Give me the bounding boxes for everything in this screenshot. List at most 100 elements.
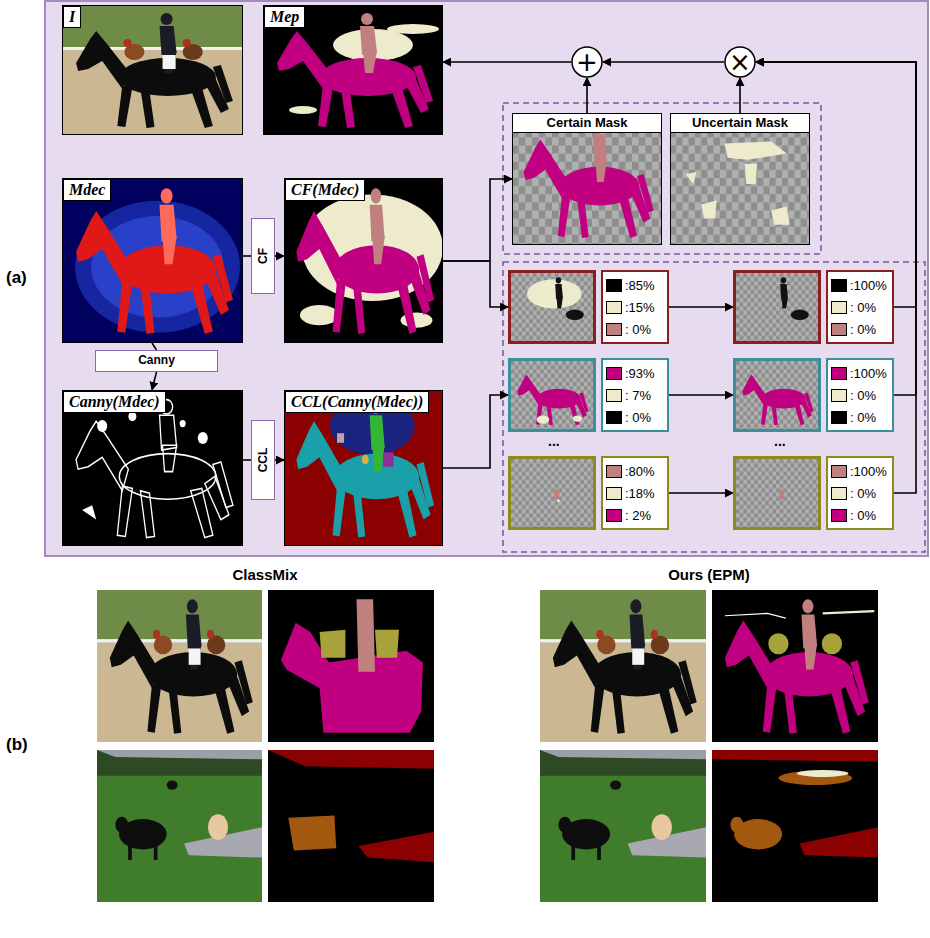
mixed-photo [540,590,706,742]
mask-panel: Uncertain Mask [670,113,810,245]
segment-image-part [736,459,818,527]
segment-image [736,273,818,341]
component-map-panel: CCL(Canny(Mdec)) [284,390,443,546]
ratio-box: :100%: 0%: 0% [826,456,894,530]
ratio-row: : 0% [831,388,889,403]
flow-arrow [243,255,251,257]
mixed-photo [540,750,706,902]
segment-image-part [511,361,593,429]
filtered-map-panel: CF(Mdec) [284,178,443,343]
operator-outline [572,47,602,77]
output-mask [263,5,443,135]
ratio-row: : 0% [831,322,889,337]
flow-arrow [739,78,741,113]
segment-image [511,361,593,429]
uncertain-mask-part [724,141,786,159]
segment-image-part [537,415,550,423]
segment-image-part [527,279,582,308]
segment-frame [733,358,821,432]
segment-image-part [557,499,560,502]
panel-tag: (b) [6,735,28,755]
mixed-mask-part [358,832,434,862]
ratio-row: :100% [831,464,889,479]
ratio-value: :100% [850,278,887,293]
ratio-value: :93% [625,366,655,381]
flow-arrow [243,459,251,461]
mixed-mask-part [797,770,849,777]
mixed-mask-part [268,750,434,769]
segment-image-part [554,489,559,499]
certain-mask-part [512,113,662,245]
mixed-photo [97,750,262,902]
ratio-value: :18% [625,486,655,501]
ratio-box: :100%: 0%: 0% [826,270,894,344]
segment-image-part [736,273,818,341]
ratio-box: :85% :15% : 0% [601,270,669,344]
mixed-mask [712,750,878,902]
segment-image-part [573,415,582,421]
ratio-row: :80% [606,464,664,479]
uncertain-mask-part [745,164,757,184]
ratio-value: :85% [625,278,655,293]
filtered-mask-part [284,178,443,343]
mixed-mask-part [268,590,434,742]
operator-symbol-wrap: + [571,46,603,78]
color-swatch [831,367,847,380]
segment-image-part [511,459,593,527]
segment-image-part [780,277,788,308]
color-swatch [831,279,847,292]
ratio-row: :93% [606,366,664,381]
mixed-photo-part [97,750,262,902]
ratio-row: : 0% [831,508,889,523]
ratio-value: :100% [850,366,887,381]
color-swatch [606,323,622,336]
operation-box: CCL [251,420,275,500]
color-swatch [606,301,622,314]
mixed-mask-part [725,620,869,733]
segment-image-part [791,310,809,320]
flow-arrow [756,62,916,395]
filtered-mask-part [296,211,434,334]
segment-frame [733,456,821,530]
ratio-row: :15% [606,300,664,315]
segment-image-part [742,375,813,426]
output-mask-part [277,31,433,128]
component-map-part [337,433,344,443]
edge-map [62,390,243,546]
mixed-mask-part [822,633,842,654]
segment-image-part [517,375,588,426]
uncertain-mask-part [771,206,790,224]
confidence-map-part [76,211,233,334]
edge-map-part [62,390,243,546]
flow-arrow [669,394,733,396]
output-mask-part [360,13,377,73]
segment-image [736,459,818,527]
mixed-mask-part [268,750,434,902]
flow-arrow [586,78,588,113]
mixed-photo-part [97,590,262,742]
mixed-photo [97,590,262,742]
ratio-box: :93%: 7%: 0% [601,358,669,432]
segment-frame [733,270,821,344]
flow-arrow [152,343,157,350]
method-title: ClassMix [232,566,297,583]
component-map [284,390,443,546]
panel-label: Mdec [63,179,111,201]
ellipsis-mark: ... [548,433,560,449]
confidence-map-part [62,178,243,343]
mixed-mask-part [712,590,878,742]
uncertain-mask-part [686,172,697,184]
filtered-mask [284,178,443,343]
ratio-box: :80%:18%: 2% [601,456,669,530]
mixed-mask-part [357,599,375,671]
ratio-value: : 0% [625,322,651,337]
mixed-mask-part [288,815,336,850]
ratio-value: : 0% [850,322,876,337]
mixed-mask-part [730,817,743,833]
multiply-operator: × [724,46,756,78]
ellipsis-mark: ... [774,433,786,449]
flow-arrow [603,61,724,63]
component-map-part [284,390,443,546]
ratio-value: : 7% [625,388,651,403]
ratio-row: :18% [606,486,664,501]
